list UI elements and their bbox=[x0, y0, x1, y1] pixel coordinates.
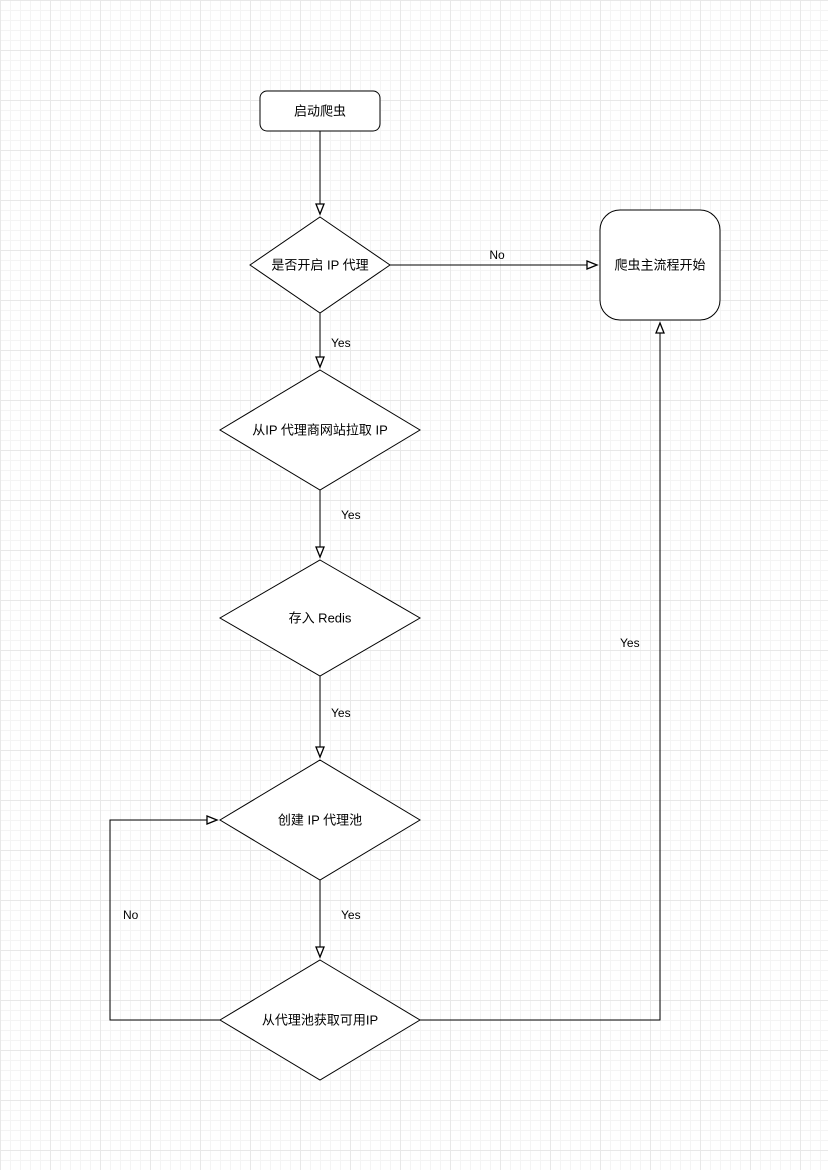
edge-label-check-yes: Yes bbox=[331, 336, 351, 350]
node-store-redis-label: 存入 Redis bbox=[289, 611, 352, 626]
node-pull-ip[interactable] bbox=[219, 369, 421, 491]
node-check-ip-proxy-label: 是否开启 IP 代理 bbox=[271, 258, 368, 273]
node-check-ip-proxy[interactable] bbox=[249, 216, 391, 314]
node-create-pool[interactable] bbox=[219, 759, 421, 881]
node-get-ip[interactable] bbox=[219, 959, 421, 1081]
node-get-ip-label: 从代理池获取可用IP bbox=[262, 1013, 378, 1028]
node-main-flow-label: 爬虫主流程开始 bbox=[614, 258, 705, 273]
node-pull-ip-label: 从IP 代理商网站拉取 IP bbox=[252, 423, 388, 438]
edge-getip-no-to-pool[interactable] bbox=[109, 815, 220, 1021]
edge-label-getip-yes: Yes bbox=[620, 636, 640, 650]
edge-label-check-no: No bbox=[489, 248, 505, 262]
node-start-crawler[interactable] bbox=[259, 90, 381, 132]
edge-label-redis-yes: Yes bbox=[331, 706, 351, 720]
node-create-pool-label: 创建 IP 代理池 bbox=[278, 813, 362, 828]
edge-label-pool-yes: Yes bbox=[341, 908, 361, 922]
node-store-redis[interactable] bbox=[219, 559, 421, 677]
edge-label-pull-yes: Yes bbox=[341, 508, 361, 522]
node-main-flow[interactable] bbox=[599, 209, 721, 321]
edge-getip-yes-to-mainflow[interactable] bbox=[420, 321, 665, 1021]
edge-label-getip-no: No bbox=[123, 908, 139, 922]
node-start-crawler-label: 启动爬虫 bbox=[294, 104, 346, 119]
